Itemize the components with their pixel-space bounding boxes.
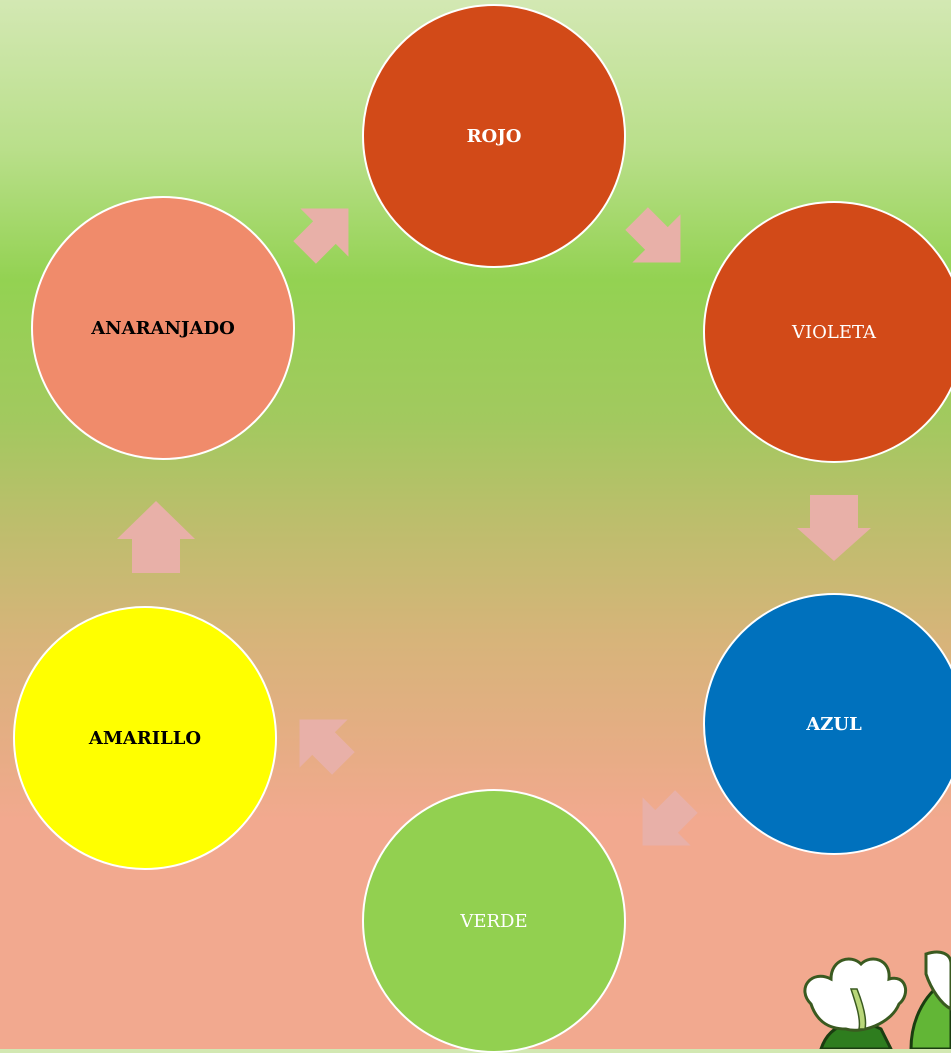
node-violeta: VIOLETA	[703, 201, 951, 463]
arrow-shape	[299, 719, 355, 775]
arrow-azul-to-verde	[642, 790, 698, 846]
flower-center	[849, 988, 867, 1030]
arrow-shape	[797, 495, 871, 561]
node-label-verde: VERDE	[460, 910, 528, 932]
node-anaranjado: ANARANJADO	[31, 196, 295, 460]
arrow-shape	[117, 501, 195, 573]
arrow-rojo-to-violeta	[625, 207, 681, 263]
node-label-violeta: VIOLETA	[792, 321, 876, 343]
flower-decoration-icon	[803, 950, 951, 1049]
arrow-shape	[642, 790, 698, 846]
node-label-amarillo: AMARILLO	[88, 727, 202, 749]
node-amarillo: AMARILLO	[13, 606, 277, 870]
arrow-anaranjado-to-rojo	[293, 208, 349, 264]
node-verde: VERDE	[362, 789, 626, 1053]
node-label-rojo: ROJO	[466, 125, 522, 147]
arrow-amarillo-to-anaranjado	[117, 501, 195, 573]
arrow-shape	[625, 207, 681, 263]
flower-petal-right	[924, 950, 951, 1011]
node-label-anaranjado: ANARANJADO	[91, 317, 235, 339]
node-azul: AZUL	[703, 593, 951, 855]
arrow-shape	[293, 208, 349, 264]
node-label-azul: AZUL	[806, 713, 862, 735]
arrow-violeta-to-azul	[797, 495, 871, 561]
arrow-verde-to-amarillo	[299, 719, 355, 775]
node-rojo: ROJO	[362, 4, 626, 268]
